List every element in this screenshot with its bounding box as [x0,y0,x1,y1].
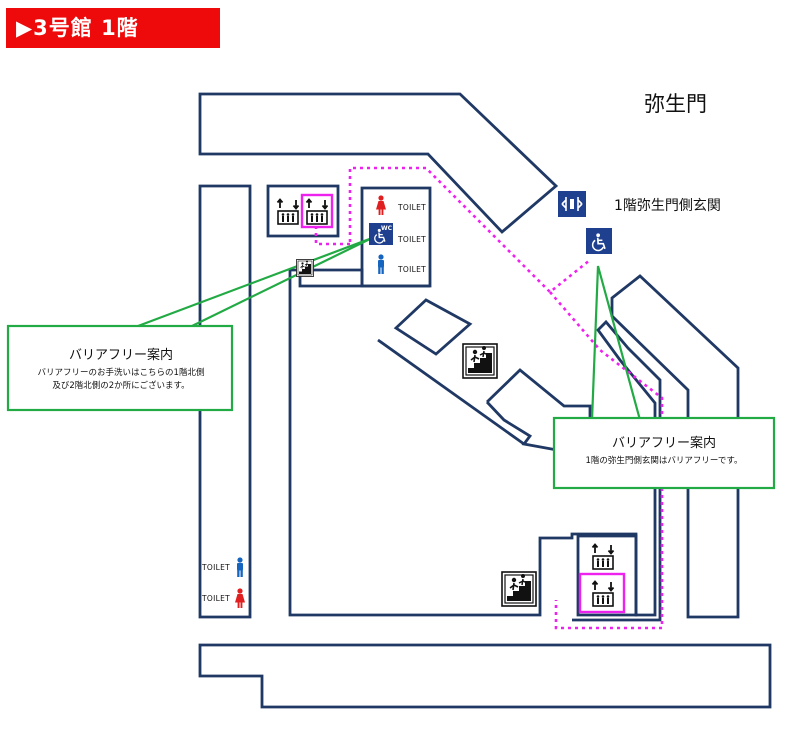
stairs-icon [296,259,314,277]
barrier-free-callout: バリアフリー案内 バリアフリーのお手洗いはこちらの1階北側 及び2階北側の2か所… [9,344,233,393]
left-callout-box [6,324,234,412]
accessible-route [314,166,664,630]
stairs-icon [501,571,537,607]
callout-title: バリアフリー案内 [68,348,173,363]
male-icon [378,254,384,274]
central-room-wall [393,298,473,356]
female-icon [235,588,245,608]
elevator-icon [590,578,616,608]
right-callout-pointer [590,265,642,421]
male-icon [237,557,243,577]
accessible-elevator-highlight [300,193,334,229]
south-wing-wall [198,643,772,709]
left-callout-pointer [137,236,373,328]
accessible-elevator-highlight [578,572,626,614]
wc-badge: WC [381,225,393,232]
route-south [549,291,664,630]
floor-title-banner: ▶3号館 1階 [6,8,220,48]
toilet-label: TOILET [398,265,426,274]
east-wing-wall [610,274,740,619]
callout-line: 及び2階北側の2か所にございます。 [52,381,190,391]
female-icon [376,195,386,215]
barrier-free-callout: バリアフリー案内 1階の弥生門側玄関はバリアフリーです。 [556,432,772,468]
toilet-label: TOILET [398,235,426,244]
route-north [348,166,591,294]
main-hall-wall [288,270,662,622]
toilet-label: TOILET [202,563,230,572]
elevator-room-wall [266,184,340,238]
right-callout-box [552,416,776,490]
elevator-icon [275,196,301,226]
building-walls [198,92,772,709]
central-partition [377,338,525,446]
west-wing-wall [198,184,252,619]
entrance-label: 1階弥生門側玄関 [614,198,721,214]
callout-line: バリアフリーのお手洗いはこちらの1階北側 [37,368,205,378]
callout-line: 1階の弥生門側玄関はバリアフリーです。 [585,456,743,466]
elevator-icon [304,196,330,226]
toilet-label: TOILET [398,203,426,212]
south-elevator-wall [576,534,638,617]
north-wing-wall [198,92,559,234]
stairs-icon [462,343,498,379]
elevator-icon [590,541,616,571]
toilet-label: TOILET [202,594,230,603]
callout-title: バリアフリー案内 [611,436,716,451]
yayoi-gate-label: 弥生門 [644,92,707,116]
